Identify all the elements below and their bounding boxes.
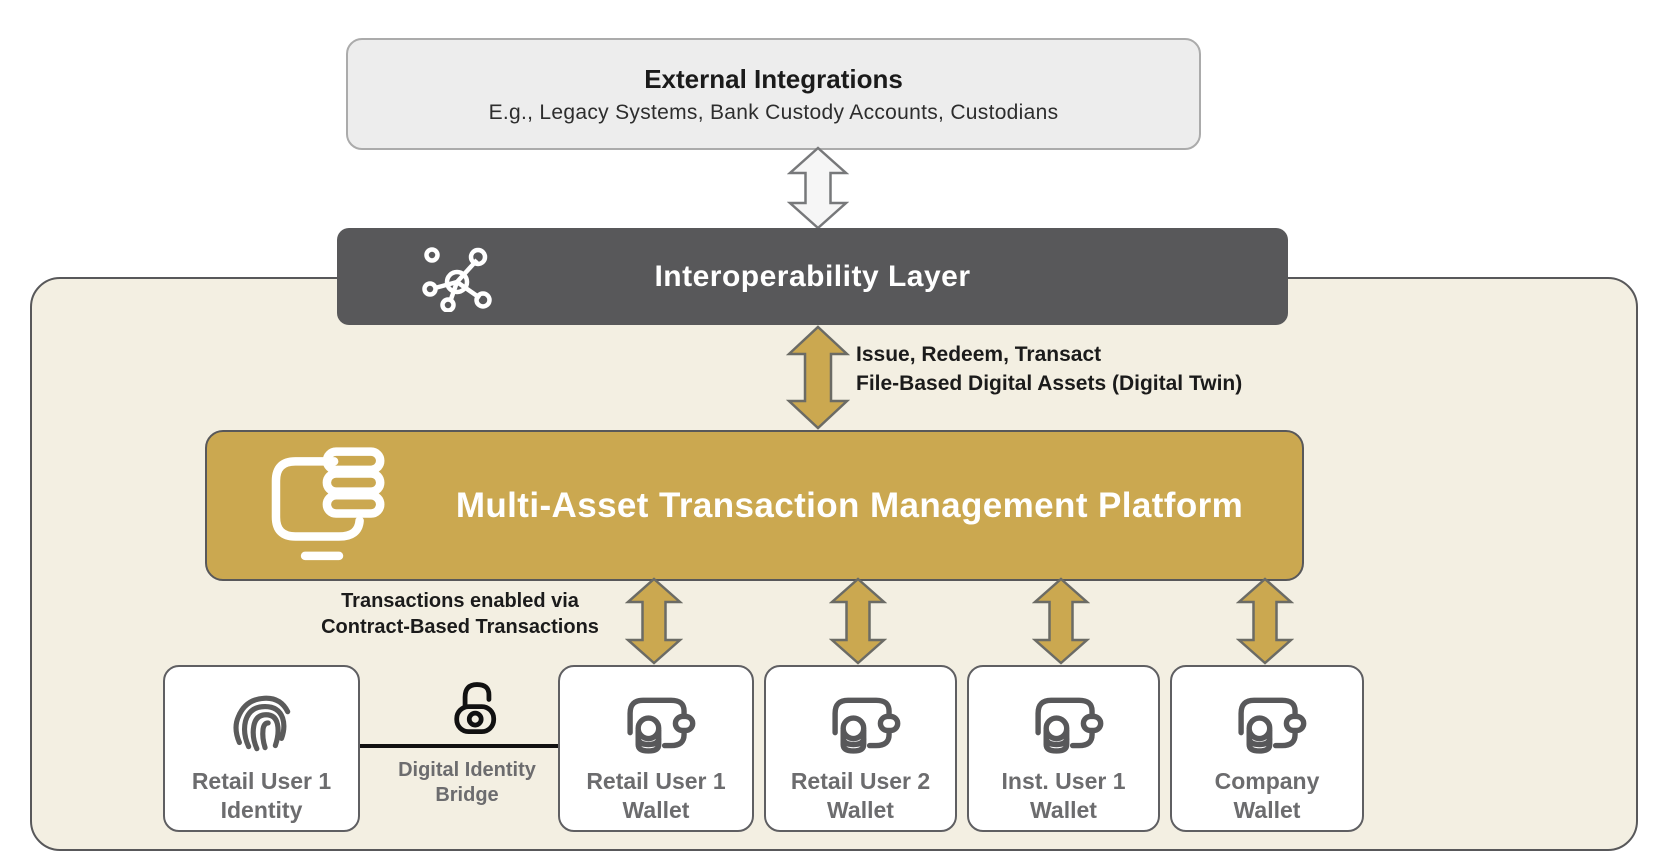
- retail-user-1-identity-box: Retail User 1 Identity: [163, 665, 360, 832]
- platform-wallet-double-arrow: [1032, 577, 1090, 665]
- wallet-label-line2: Wallet: [622, 797, 690, 823]
- wallet-box-label: Company Wallet: [1215, 767, 1320, 825]
- inst-user-1-wallet-box: Inst. User 1 Wallet: [967, 665, 1160, 832]
- identity-label-line2: Identity: [220, 797, 303, 823]
- wallet-label-line1: Inst. User 1: [1001, 768, 1126, 794]
- open-padlock-icon: [454, 682, 497, 735]
- bridge-label-line: Bridge: [435, 784, 499, 806]
- retail-user-1-wallet-box: Retail User 1 Wallet: [558, 665, 754, 832]
- wallet-label-line1: Company: [1214, 768, 1320, 794]
- link-label-line: Contract-Based Transactions: [321, 616, 599, 638]
- wallet-coins-icon: [615, 681, 697, 767]
- company-wallet-box: Company Wallet: [1170, 665, 1364, 832]
- transaction-platform-label: Multi-Asset Transaction Management Platf…: [455, 485, 1244, 525]
- identity-label-line1: Retail User 1: [191, 768, 332, 794]
- wallet-coins-icon: [1226, 681, 1308, 767]
- network-hub-icon: [422, 247, 492, 312]
- platform-wallet-link-label: Transactions enabled via Contract-Based …: [300, 588, 620, 640]
- interoperability-layer-label: Interoperability Layer: [654, 259, 971, 293]
- fingerprint-icon: [225, 681, 299, 767]
- interoperability-layer-box: Interoperability Layer: [337, 228, 1288, 325]
- identity-box-label: Retail User 1 Identity: [192, 767, 331, 825]
- wallet-box-label: Retail User 2 Wallet: [791, 767, 930, 825]
- platform-wallet-double-arrow: [829, 577, 887, 665]
- wallet-box-label: Inst. User 1 Wallet: [1002, 767, 1126, 825]
- platform-wallet-double-arrow: [625, 577, 683, 665]
- wallet-coins-icon: [820, 681, 902, 767]
- wallet-label-line2: Wallet: [827, 797, 894, 823]
- digital-identity-bridge-label: Digital Identity Bridge: [372, 758, 562, 808]
- wallet-box-label: Retail User 1 Wallet: [586, 767, 725, 825]
- wallet-label-line2: Wallet: [1233, 797, 1301, 823]
- retail-user-2-wallet-box: Retail User 2 Wallet: [764, 665, 957, 832]
- transaction-platform-box: Multi-Asset Transaction Management Platf…: [205, 430, 1304, 581]
- wallet-coins-icon: [1023, 681, 1105, 767]
- link-label-line: Issue, Redeem, Transact: [856, 343, 1102, 366]
- external-integrations-box: External Integrations E.g., Legacy Syste…: [346, 38, 1201, 150]
- platform-wallet-double-arrow: [1236, 577, 1294, 665]
- monitor-assets-icon: [271, 447, 385, 561]
- interop-platform-link-label: Issue, Redeem, Transact File-Based Digit…: [856, 340, 1242, 398]
- wallet-label-line1: Retail User 1: [586, 768, 726, 794]
- external-integrations-title: External Integrations: [644, 63, 903, 94]
- bridge-label-line: Digital Identity: [398, 759, 536, 781]
- link-label-line: Transactions enabled via: [341, 590, 579, 612]
- interop-platform-double-arrow: [786, 325, 850, 430]
- external-integrations-subtitle: E.g., Legacy Systems, Bank Custody Accou…: [488, 100, 1059, 124]
- digital-identity-bridge-line: [358, 744, 558, 748]
- link-label-line: File-Based Digital Assets (Digital Twin): [856, 372, 1243, 395]
- wallet-label-line2: Wallet: [1030, 797, 1097, 823]
- wallet-label-line1: Retail User 2: [790, 768, 931, 794]
- external-interop-double-arrow: [787, 146, 849, 230]
